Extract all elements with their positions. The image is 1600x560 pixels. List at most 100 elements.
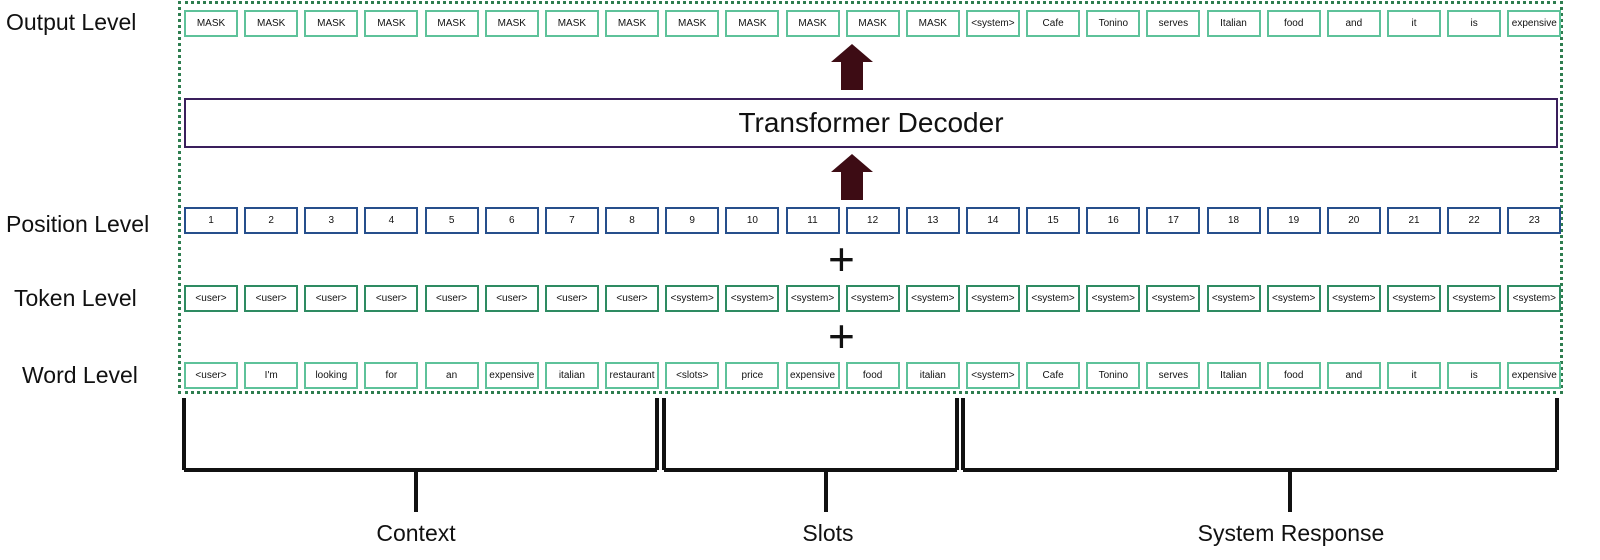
word-token-box: expensive [1507, 362, 1562, 389]
up-arrow-icon [831, 154, 873, 200]
position-token-box: 6 [484, 207, 539, 234]
word-token-box: it [1387, 362, 1441, 389]
position-token-box: 15 [1026, 207, 1081, 234]
position-token-box: 22 [1447, 207, 1502, 234]
output-token-box: MASK [605, 10, 659, 37]
word-token-box: food [1266, 362, 1321, 389]
word-token-box: Italian [1206, 362, 1261, 389]
row-label-word: Word Level [22, 362, 138, 388]
token-token-box: <system> [1447, 285, 1502, 312]
output-token-box: it [1387, 10, 1441, 37]
word-token-box: italian [544, 362, 599, 389]
token-token-box: <user> [184, 285, 238, 312]
token-token-box: <user> [605, 285, 659, 312]
position-token-box: 21 [1387, 207, 1441, 234]
position-token-box: 14 [965, 207, 1020, 234]
word-token-box: and [1326, 362, 1381, 389]
token-token-box: <system> [1387, 285, 1441, 312]
token-token-box: <system> [1086, 285, 1141, 312]
word-token-box: <user> [184, 362, 238, 389]
word-token-box: serves [1146, 362, 1201, 389]
plus-sign: + [828, 233, 855, 285]
word-token-box: is [1447, 362, 1502, 389]
token-token-box: <user> [244, 285, 299, 312]
token-token-box: <system> [725, 285, 780, 312]
word-token-box: Cafe [1026, 362, 1081, 389]
position-token-box: 8 [605, 207, 659, 234]
position-token-box: 13 [905, 207, 960, 234]
word-token-box: an [424, 362, 479, 389]
output-token-box: Tonino [1086, 10, 1141, 37]
output-token-box: and [1326, 10, 1381, 37]
token-token-box: <system> [1026, 285, 1081, 312]
output-token-box: MASK [244, 10, 299, 37]
word-token-box: price [725, 362, 780, 389]
system-response-bracket [961, 398, 1559, 512]
position-token-box: 7 [544, 207, 599, 234]
position-token-box: 12 [845, 207, 900, 234]
position-token-box: 19 [1266, 207, 1321, 234]
token-token-box: <system> [905, 285, 960, 312]
output-token-box: MASK [304, 10, 359, 37]
position-token-box: 18 [1206, 207, 1261, 234]
token-token-box: <system> [1326, 285, 1381, 312]
position-token-box: 10 [725, 207, 780, 234]
position-token-box: 2 [244, 207, 299, 234]
position-token-box: 4 [364, 207, 419, 234]
position-token-box: 11 [785, 207, 840, 234]
output-token-box: MASK [484, 10, 539, 37]
output-token-box: <system> [965, 10, 1020, 37]
output-token-box: expensive [1507, 10, 1562, 37]
position-token-box: 16 [1086, 207, 1141, 234]
word-token-box: Tonino [1086, 362, 1141, 389]
token-token-box: <system> [845, 285, 900, 312]
output-token-box: MASK [905, 10, 960, 37]
row-label-token: Token Level [14, 285, 137, 311]
plus-sign: + [828, 310, 855, 362]
position-token-box: 17 [1146, 207, 1201, 234]
token-token-box: <user> [424, 285, 479, 312]
token-token-box: <system> [965, 285, 1020, 312]
output-token-box: MASK [725, 10, 780, 37]
token-token-box: <system> [665, 285, 720, 312]
token-token-box: <system> [1507, 285, 1562, 312]
output-token-box: is [1447, 10, 1502, 37]
row-label-output: Output Level [6, 9, 137, 35]
token-token-box: <user> [484, 285, 539, 312]
output-token-box: food [1266, 10, 1321, 37]
word-token-box: italian [905, 362, 960, 389]
token-token-box: <system> [785, 285, 840, 312]
position-token-box: 23 [1507, 207, 1562, 234]
word-token-box: food [845, 362, 900, 389]
token-token-box: <system> [1266, 285, 1321, 312]
output-token-box: MASK [424, 10, 479, 37]
segment-label-slots: Slots [802, 520, 854, 546]
output-token-box: MASK [544, 10, 599, 37]
word-token-box: I'm [244, 362, 299, 389]
context-bracket [182, 398, 659, 512]
token-token-box: <user> [364, 285, 419, 312]
word-token-box: for [364, 362, 419, 389]
output-token-box: MASK [184, 10, 238, 37]
row-label-position: Position Level [6, 211, 150, 237]
word-token-box: looking [304, 362, 359, 389]
output-token-box: MASK [665, 10, 720, 37]
input-frame [178, 1, 1563, 394]
segment-label-system-response: System Response [1197, 520, 1385, 546]
token-token-box: <system> [1146, 285, 1201, 312]
position-token-box: 5 [424, 207, 479, 234]
segment-label-context: Context [376, 520, 456, 546]
transformer-decoder-label: Transformer Decoder [738, 107, 1004, 138]
token-token-box: <system> [1206, 285, 1261, 312]
output-token-box: Cafe [1026, 10, 1081, 37]
output-token-box: Italian [1206, 10, 1261, 37]
word-token-box: expensive [785, 362, 840, 389]
position-token-box: 3 [304, 207, 359, 234]
position-token-box: 20 [1326, 207, 1381, 234]
output-token-box: MASK [364, 10, 419, 37]
word-token-box: <slots> [665, 362, 720, 389]
output-token-box: MASK [785, 10, 840, 37]
token-token-box: <user> [304, 285, 359, 312]
position-token-box: 1 [184, 207, 238, 234]
